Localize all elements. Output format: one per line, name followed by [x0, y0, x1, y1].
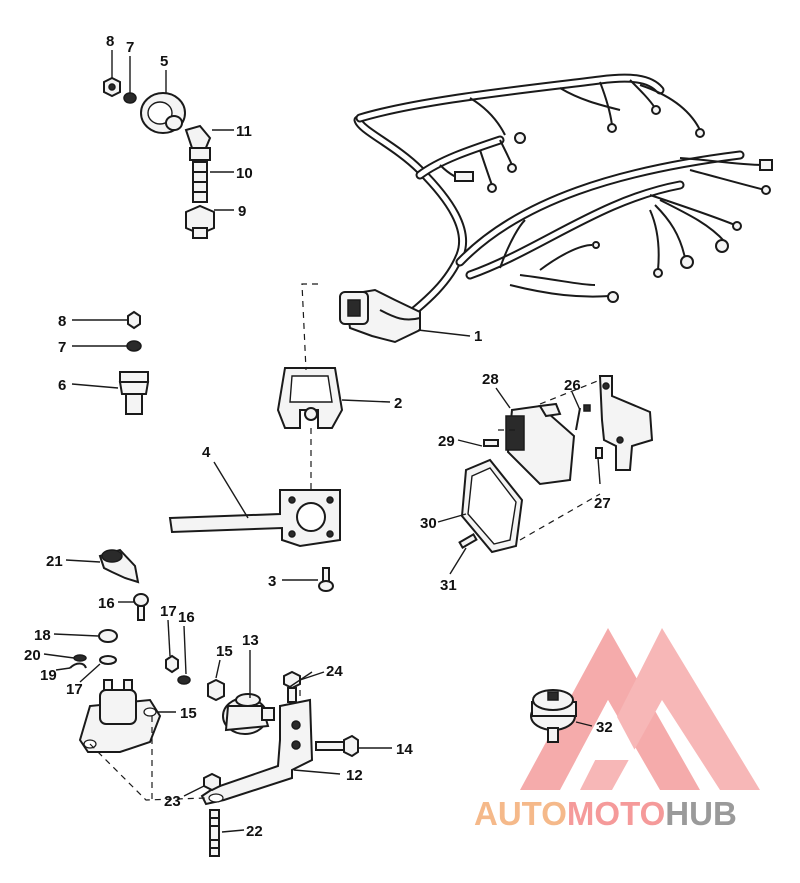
callout-31: 31	[440, 577, 457, 594]
watermark-word-moto: MOTO	[566, 795, 666, 832]
callout-24: 24	[326, 663, 343, 680]
callout-2: 2	[394, 395, 402, 412]
callout-12: 12	[346, 767, 363, 784]
watermark-word-hub: HUB	[665, 795, 737, 832]
callout-11: 11	[236, 123, 252, 140]
callout-16-right: 16	[178, 609, 195, 626]
control-module-assembly	[458, 375, 654, 554]
callout-1: 1	[474, 328, 482, 345]
wiring-harness	[339, 73, 773, 344]
knock-sensor	[530, 689, 577, 743]
callout-15-left: 15	[180, 705, 197, 722]
nut-and-stud	[203, 772, 221, 857]
callout-19: 19	[40, 667, 57, 684]
callout-23: 23	[164, 793, 181, 810]
callout-13: 13	[242, 632, 259, 649]
callout-17-right: 17	[160, 603, 177, 620]
callout-27: 27	[594, 495, 611, 512]
mounting-plate	[168, 489, 341, 548]
callout-15-right: 15	[216, 643, 233, 660]
callout-26: 26	[564, 377, 581, 394]
callout-20: 20	[24, 647, 41, 664]
callout-7-top: 7	[126, 39, 134, 56]
callout-10: 10	[236, 165, 253, 182]
callout-6: 6	[58, 377, 66, 394]
callout-14: 14	[396, 741, 413, 758]
callout-17-left: 17	[66, 681, 83, 698]
callout-22: 22	[246, 823, 263, 840]
screw	[318, 567, 334, 592]
callout-16-left: 16	[98, 595, 115, 612]
callout-8-top: 8	[106, 33, 114, 50]
watermark-word-auto: AUTO	[474, 795, 567, 832]
callout-labels: 1 2 3 4 5 6 7 7 8 8 9 10 11 12 13 14 15 …	[24, 33, 613, 840]
watermark-logo-icon	[520, 628, 760, 790]
coil-bracket	[200, 698, 314, 806]
callout-3: 3	[268, 573, 276, 590]
callout-7-mid: 7	[58, 339, 66, 356]
callout-18: 18	[34, 627, 51, 644]
callout-9: 9	[238, 203, 246, 220]
connector-bracket	[276, 367, 344, 429]
callout-32: 32	[596, 719, 613, 736]
callout-21: 21	[46, 553, 63, 570]
callout-30: 30	[420, 515, 437, 532]
sender-assembly	[103, 76, 215, 239]
temperature-sender-assembly	[118, 310, 150, 415]
callout-28: 28	[482, 371, 499, 388]
watermark-wordmark: AUTOMOTOHUB	[474, 797, 794, 831]
long-bolt	[315, 734, 359, 758]
ignition-coil-assembly	[207, 678, 275, 735]
callout-8-mid: 8	[58, 313, 66, 330]
callout-5: 5	[160, 53, 168, 70]
callout-4: 4	[202, 444, 211, 461]
callout-29: 29	[438, 433, 455, 450]
harness-clip	[98, 548, 140, 584]
leader-lines	[43, 50, 601, 833]
solenoid-assembly	[69, 593, 191, 753]
bolt	[283, 670, 301, 703]
alignment-lines	[89, 283, 601, 801]
